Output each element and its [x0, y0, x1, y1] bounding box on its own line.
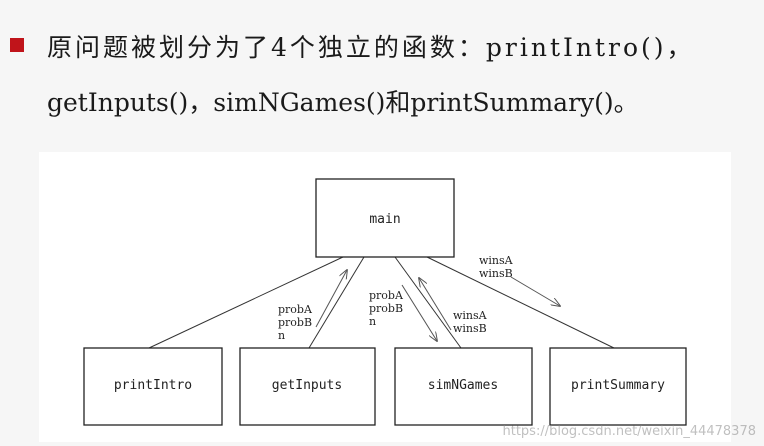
box-getInputs-label: getInputs: [272, 378, 342, 393]
edge-main-printSummary: [426, 256, 615, 349]
edge-main-getInputs: [308, 256, 365, 349]
edge-main-printIntro: [148, 256, 344, 349]
edge-main-simNGames: [394, 256, 462, 349]
text-line-1: 原问题被划分为了4个独立的函数：printIntro()，: [47, 33, 695, 62]
label-to-simNGames-2: probB: [369, 302, 403, 315]
label-to-simNGames-1: probA: [369, 289, 404, 302]
box-main-label: main: [369, 212, 400, 227]
structure-chart-svg: main printIntro getInputs simNGames prin…: [83, 178, 687, 426]
box-printSummary-label: printSummary: [571, 378, 665, 393]
label-to-getInputs-3: n: [278, 329, 285, 342]
label-to-getInputs-1: probA: [278, 303, 313, 316]
label-to-getInputs-2: probB: [278, 316, 312, 329]
watermark: https://blog.csdn.net/weixin_44478378: [502, 424, 756, 439]
arrow-simNGames-to-main: [419, 278, 452, 331]
label-to-printSummary: winsA winsB: [479, 254, 514, 280]
label-to-simNGames: probA probB n: [369, 289, 404, 328]
structure-chart: main printIntro getInputs simNGames prin…: [39, 152, 731, 442]
box-printIntro-label: printIntro: [114, 378, 192, 393]
box-printIntro: printIntro: [83, 347, 223, 426]
arrow-getInputs-to-main: [315, 270, 347, 328]
box-printSummary: printSummary: [549, 347, 687, 426]
label-from-simNGames: winsA winsB: [453, 309, 488, 335]
label-from-simNGames-2: winsB: [453, 322, 487, 335]
label-to-printSummary-1: winsA: [479, 254, 514, 267]
box-simNGames: simNGames: [394, 347, 533, 426]
label-from-simNGames-1: winsA: [453, 309, 488, 322]
bullet-square: [10, 38, 24, 52]
arrow-main-to-simNGames: [401, 284, 437, 341]
box-main: main: [315, 178, 455, 258]
label-to-printSummary-2: winsB: [479, 267, 513, 280]
box-simNGames-label: simNGames: [428, 378, 498, 393]
box-getInputs: getInputs: [239, 347, 376, 426]
text-line-2: getInputs()，simNGames()和printSummary()。: [47, 88, 639, 117]
arrow-main-to-printSummary: [510, 276, 560, 306]
label-to-getInputs: probA probB n: [278, 303, 313, 342]
label-to-simNGames-3: n: [369, 315, 376, 328]
